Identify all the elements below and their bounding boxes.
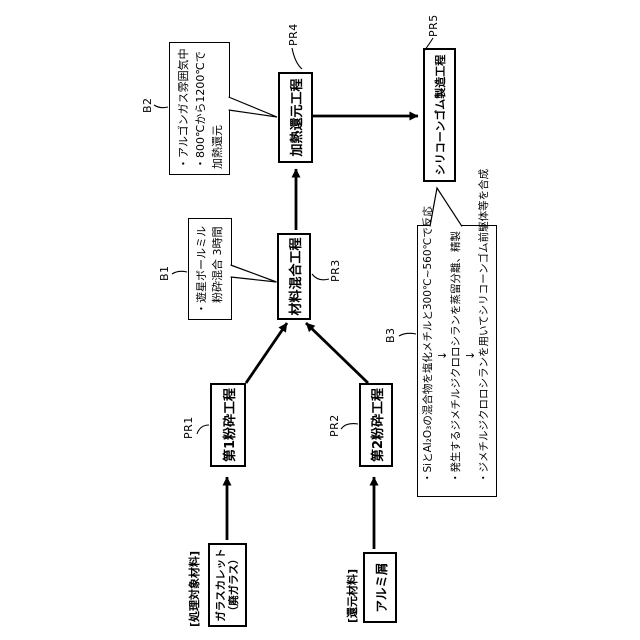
leader-tick-pr5 bbox=[423, 37, 434, 52]
callout-wedge-b3-to-pr5 bbox=[429, 186, 463, 227]
arrow-pr2-to-pr3 bbox=[305, 321, 369, 385]
leader-tick-pr1 bbox=[196, 424, 210, 435]
leader-tick-pr2 bbox=[340, 423, 359, 430]
leader-tick-b3 bbox=[398, 332, 417, 337]
arrow-pr1-to-pr3 bbox=[244, 322, 289, 384]
callout-wedge-b2-to-pr4 bbox=[228, 96, 278, 118]
leader-tick-b2 bbox=[153, 104, 169, 109]
leader-tick-pr4 bbox=[291, 47, 303, 70]
callout-wedge-b1-to-pr3 bbox=[230, 264, 277, 283]
leader-tick-b1 bbox=[171, 270, 188, 275]
leader-tick-pr3 bbox=[311, 273, 330, 281]
